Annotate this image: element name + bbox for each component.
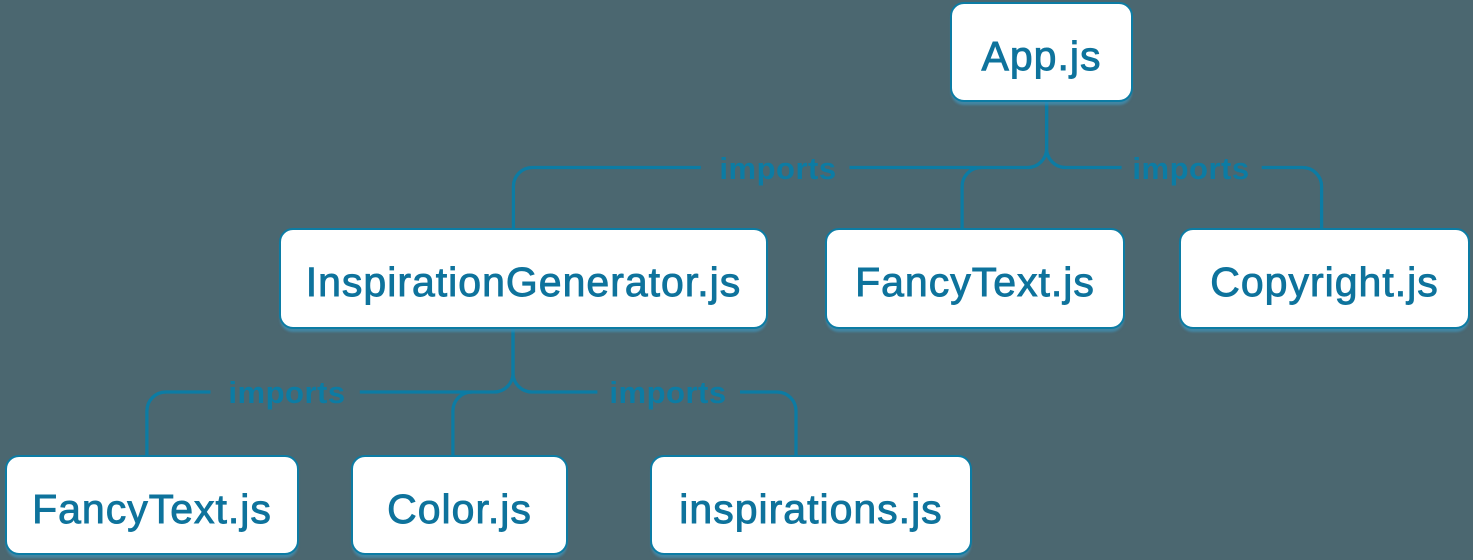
edge-label-imports-top-right: imports xyxy=(1132,151,1250,186)
node-color-js: Color.js xyxy=(351,455,568,555)
edge-inspirationgenerator-to-inspirations xyxy=(511,328,798,456)
edge-label-imports-bottom-left: imports xyxy=(228,375,346,410)
node-fancytext-js-mid-label: FancyText.js xyxy=(855,259,1095,306)
node-copyright-js-label: Copyright.js xyxy=(1210,259,1439,306)
edge-label-imports-top-left: imports xyxy=(719,151,837,186)
node-app-js: App.js xyxy=(950,2,1133,102)
node-copyright-js: Copyright.js xyxy=(1179,228,1470,329)
node-fancytext-js-bottom: FancyText.js xyxy=(5,455,299,555)
edge-inspirationgenerator-to-color xyxy=(451,390,473,456)
node-inspirationgenerator-js: InspirationGenerator.js xyxy=(279,228,768,329)
node-fancytext-js-mid: FancyText.js xyxy=(825,228,1125,329)
edge-label-imports-bottom-right: imports xyxy=(609,375,727,410)
node-app-js-label: App.js xyxy=(981,32,1102,79)
node-inspirations-js: inspirations.js xyxy=(650,455,972,555)
node-fancytext-js-bottom-label: FancyText.js xyxy=(32,485,272,532)
node-color-js-label: Color.js xyxy=(387,485,532,532)
node-inspirations-js-label: inspirations.js xyxy=(679,485,943,532)
edge-app-to-fancytext xyxy=(960,165,982,229)
edge-app-to-copyright xyxy=(1044,100,1324,229)
node-inspirationgenerator-js-label: InspirationGenerator.js xyxy=(305,259,742,306)
